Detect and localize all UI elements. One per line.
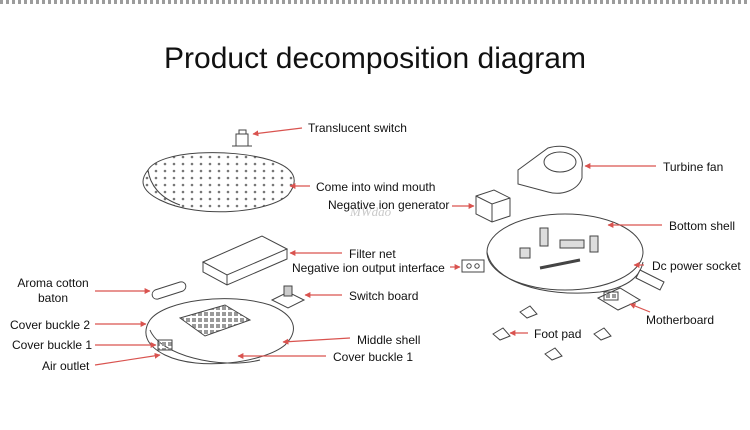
- label-filter-net: Filter net: [349, 247, 396, 261]
- label-cover-buckle-2: Cover buckle 2: [10, 318, 91, 332]
- page-title: Product decomposition diagram: [164, 42, 586, 75]
- ion-output-interface-part: [461, 259, 485, 273]
- label-motherboard: Motherboard: [646, 313, 715, 327]
- switch-board-part: [270, 285, 306, 309]
- label-air-outlet: Air outlet: [42, 359, 90, 373]
- top-cover-part: [142, 152, 295, 213]
- label-negative-ion-output-interface: Negative ion output interface: [292, 261, 445, 275]
- label-middle-shell: Middle shell: [357, 333, 421, 347]
- dc-socket-part: [635, 269, 665, 291]
- label-switch-board: Switch board: [349, 289, 419, 303]
- label-translucent-switch: Translucent switch: [308, 121, 407, 135]
- negative-ion-generator-part: [475, 189, 511, 223]
- label-aroma-cotton-baton: Aroma cotton baton: [17, 276, 89, 305]
- foot-pads-part: [492, 305, 612, 361]
- leader-air-outlet: [94, 352, 161, 366]
- leader-middle-shell: [282, 337, 351, 345]
- turbine-fan-part: [517, 145, 583, 194]
- bottom-shell-part: [486, 213, 644, 294]
- aroma-baton-part: [151, 281, 187, 300]
- filter-net-part: [201, 235, 289, 286]
- translucent-switch-part: [232, 129, 252, 147]
- label-bottom-shell: Bottom shell: [669, 219, 736, 233]
- label-foot-pad: Foot pad: [534, 327, 582, 341]
- label-negative-ion-generator: Negative ion generator: [328, 198, 450, 212]
- label-come-into-wind-mouth: Come into wind mouth: [316, 180, 436, 194]
- middle-shell-part: [145, 298, 294, 365]
- label-cover-buckle-1-left: Cover buckle 1: [12, 338, 93, 352]
- top-border: [0, 0, 750, 4]
- leader-translucent-switch: [252, 127, 303, 137]
- label-turbine-fan: Turbine fan: [663, 160, 724, 174]
- label-cover-buckle-1-right: Cover buckle 1: [333, 350, 414, 364]
- watermark: MWdao: [350, 204, 392, 219]
- leader-motherboard: [629, 303, 651, 313]
- label-dc-power-socket: Dc power socket: [652, 259, 741, 273]
